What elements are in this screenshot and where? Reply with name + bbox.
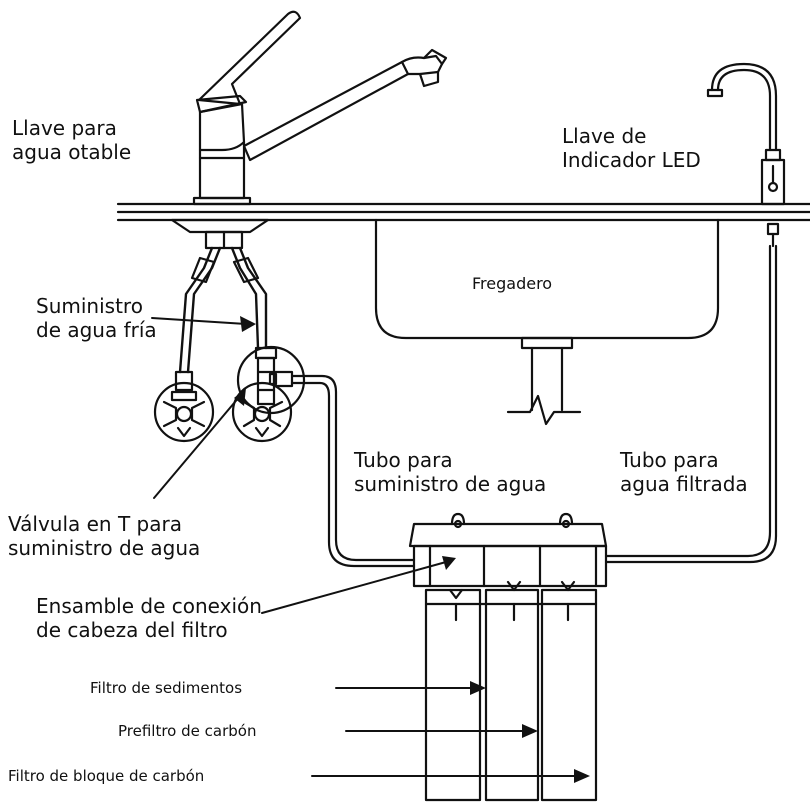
cold-supply-label-line2: de agua fría xyxy=(36,318,157,342)
filter-head-label: Ensamble de conexión de cabeza del filtr… xyxy=(36,594,262,642)
tee-valve xyxy=(231,345,306,443)
carbon-prefilter-label: Prefiltro de carbón xyxy=(118,722,257,740)
potable-faucet xyxy=(192,10,448,206)
potable-faucet-label-line1: Llave para xyxy=(12,116,117,140)
cold-supply-label: Suministro de agua fría xyxy=(36,294,157,342)
arrowheads xyxy=(234,316,590,783)
filter-head-label-line2: de cabeza del filtro xyxy=(36,618,228,642)
pointer-arrows xyxy=(151,317,577,777)
filtered-tube-label-line1: Tubo para xyxy=(620,448,719,472)
supply-tube-label: Tubo para suministro de agua xyxy=(354,448,546,496)
supply-tube xyxy=(290,374,416,562)
filtered-tube xyxy=(604,222,780,564)
supply-tube-label-line1: Tubo para xyxy=(354,448,453,472)
cold-supply-hoses xyxy=(170,218,270,374)
tee-valve-label: Válvula en T para suministro de agua xyxy=(8,512,200,560)
led-faucet-label: Llave de Indicador LED xyxy=(562,124,701,172)
filter-assembly xyxy=(408,512,608,802)
led-faucet-label-line2: Indicador LED xyxy=(562,148,701,172)
potable-faucet-label: Llave para agua otable xyxy=(12,116,131,164)
led-faucet-label-line1: Llave de xyxy=(562,124,647,148)
sink-label: Fregadero xyxy=(472,274,553,293)
left-shutoff-valve xyxy=(153,370,215,443)
tee-valve-label-line1: Válvula en T para xyxy=(8,512,182,536)
led-faucet xyxy=(706,62,786,206)
tee-valve-label-line2: suministro de agua xyxy=(8,536,201,560)
cold-supply-label-line1: Suministro xyxy=(36,294,143,318)
filtered-tube-label-line2: agua filtrada xyxy=(620,472,748,496)
filter-head-label-line1: Ensamble de conexión xyxy=(36,594,262,618)
sink-bowl xyxy=(374,218,720,426)
potable-faucet-label-line2: agua otable xyxy=(12,140,132,164)
carbon-block-filter-label: Filtro de bloque de carbón xyxy=(8,767,205,785)
sediment-filter-label: Filtro de sedimentos xyxy=(90,679,243,697)
supply-tube-label-line2: suministro de agua xyxy=(354,472,547,496)
filtered-tube-label: Tubo para agua filtrada xyxy=(620,448,748,496)
